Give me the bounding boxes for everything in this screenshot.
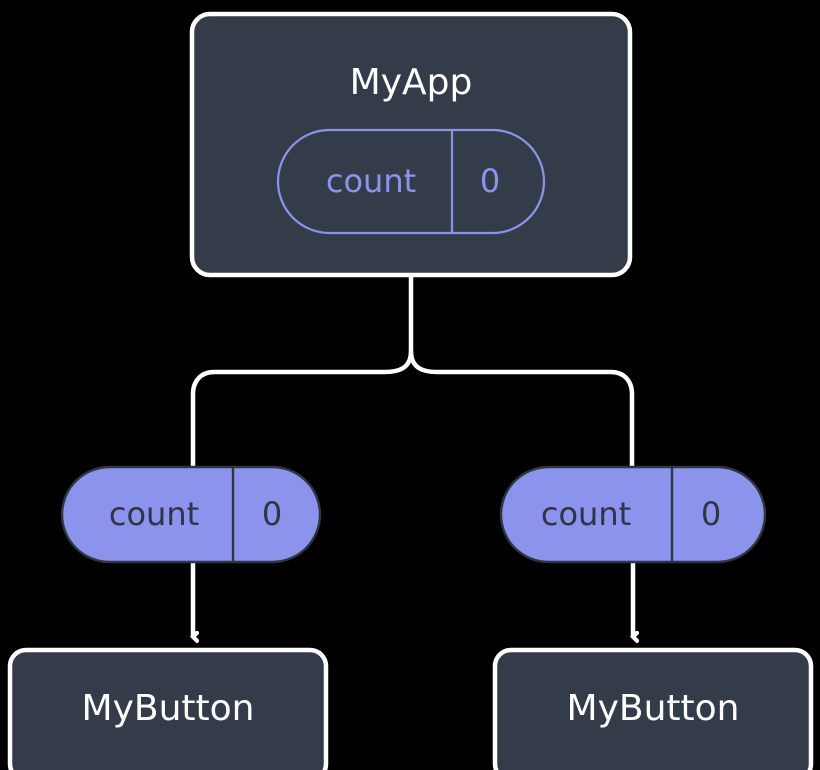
state-pill-right-count[interactable]: count 0 xyxy=(499,465,767,564)
state-pill-left-count-key: count xyxy=(109,495,199,533)
state-pill-left-count[interactable]: count 0 xyxy=(60,465,322,564)
state-pill-myapp-count-value: 0 xyxy=(480,162,500,200)
state-pill-myapp-count[interactable]: count 0 xyxy=(276,128,546,235)
node-mybutton-left[interactable]: MyButton xyxy=(7,647,329,770)
node-mybutton-left-box[interactable] xyxy=(7,647,329,770)
edge-fork-left xyxy=(190,348,414,469)
node-mybutton-right-box[interactable] xyxy=(492,647,814,770)
edge-group xyxy=(193,277,633,636)
node-myapp-box[interactable] xyxy=(189,11,633,278)
node-mybutton-right[interactable]: MyButton xyxy=(492,647,814,770)
state-pill-left-count-value: 0 xyxy=(262,495,282,533)
branch-right: count 0 MyButton xyxy=(492,465,814,770)
node-myapp-label: MyApp xyxy=(350,62,473,103)
state-pill-myapp-count-key: count xyxy=(326,162,416,200)
node-mybutton-left-label: MyButton xyxy=(82,688,255,729)
state-pill-myapp-count-shape[interactable] xyxy=(276,128,546,235)
state-pill-right-count-shape[interactable] xyxy=(499,465,767,564)
branch-left: count 0 MyButton xyxy=(7,465,329,770)
node-myapp[interactable]: MyApp count 0 xyxy=(189,11,633,278)
state-pill-right-count-value: 0 xyxy=(701,495,721,533)
state-pill-right-count-key: count xyxy=(541,495,631,533)
node-mybutton-right-label: MyButton xyxy=(567,688,740,729)
state-pill-left-count-shape[interactable] xyxy=(60,465,322,564)
edge-fork-right xyxy=(408,348,635,469)
